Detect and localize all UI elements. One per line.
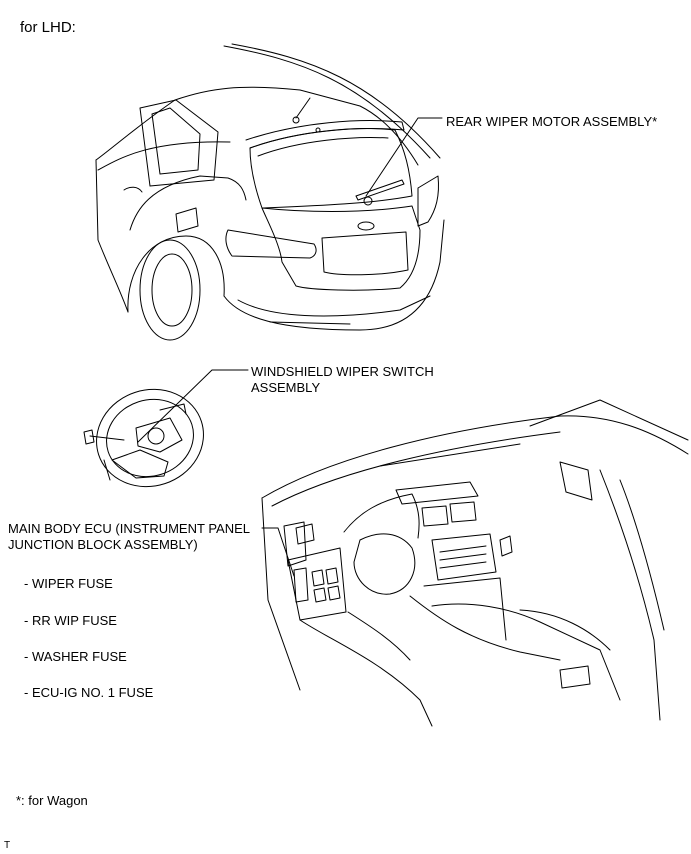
fuse-item-ecu-ig-no1: - ECU-IG NO. 1 FUSE <box>24 685 154 700</box>
windshield-wiper-switch-label-line1: WINDSHIELD WIPER SWITCH <box>251 364 434 379</box>
figure-code: T <box>4 840 11 851</box>
windshield-wiper-switch-label-line2: ASSEMBLY <box>251 380 321 395</box>
footnote: *: for Wagon <box>16 793 88 808</box>
fuse-item-washer: - WASHER FUSE <box>24 649 127 664</box>
steering-wheel-drawing <box>84 376 216 501</box>
main-body-ecu-label-line1: MAIN BODY ECU (INSTRUMENT PANEL <box>8 521 250 536</box>
rear-wiper-motor-label: REAR WIPER MOTOR ASSEMBLY* <box>446 114 658 129</box>
page-title: for LHD: <box>20 19 76 36</box>
main-body-ecu-leader-line <box>262 528 294 576</box>
main-body-ecu-label-line2: JUNCTION BLOCK ASSEMBLY) <box>8 537 198 552</box>
fuse-item-rr-wip: - RR WIP FUSE <box>24 613 117 628</box>
windshield-wiper-switch-label: WINDSHIELD WIPER SWITCH ASSEMBLY <box>251 364 434 396</box>
windshield-switch-leader-line <box>138 370 248 442</box>
vehicle-rear-drawing <box>96 44 444 340</box>
rear-wiper-leader-line <box>366 118 442 196</box>
main-body-ecu-label: MAIN BODY ECU (INSTRUMENT PANEL JUNCTION… <box>8 521 250 553</box>
instrument-panel-drawing <box>262 400 688 726</box>
fuse-item-wiper: - WIPER FUSE <box>24 576 113 591</box>
